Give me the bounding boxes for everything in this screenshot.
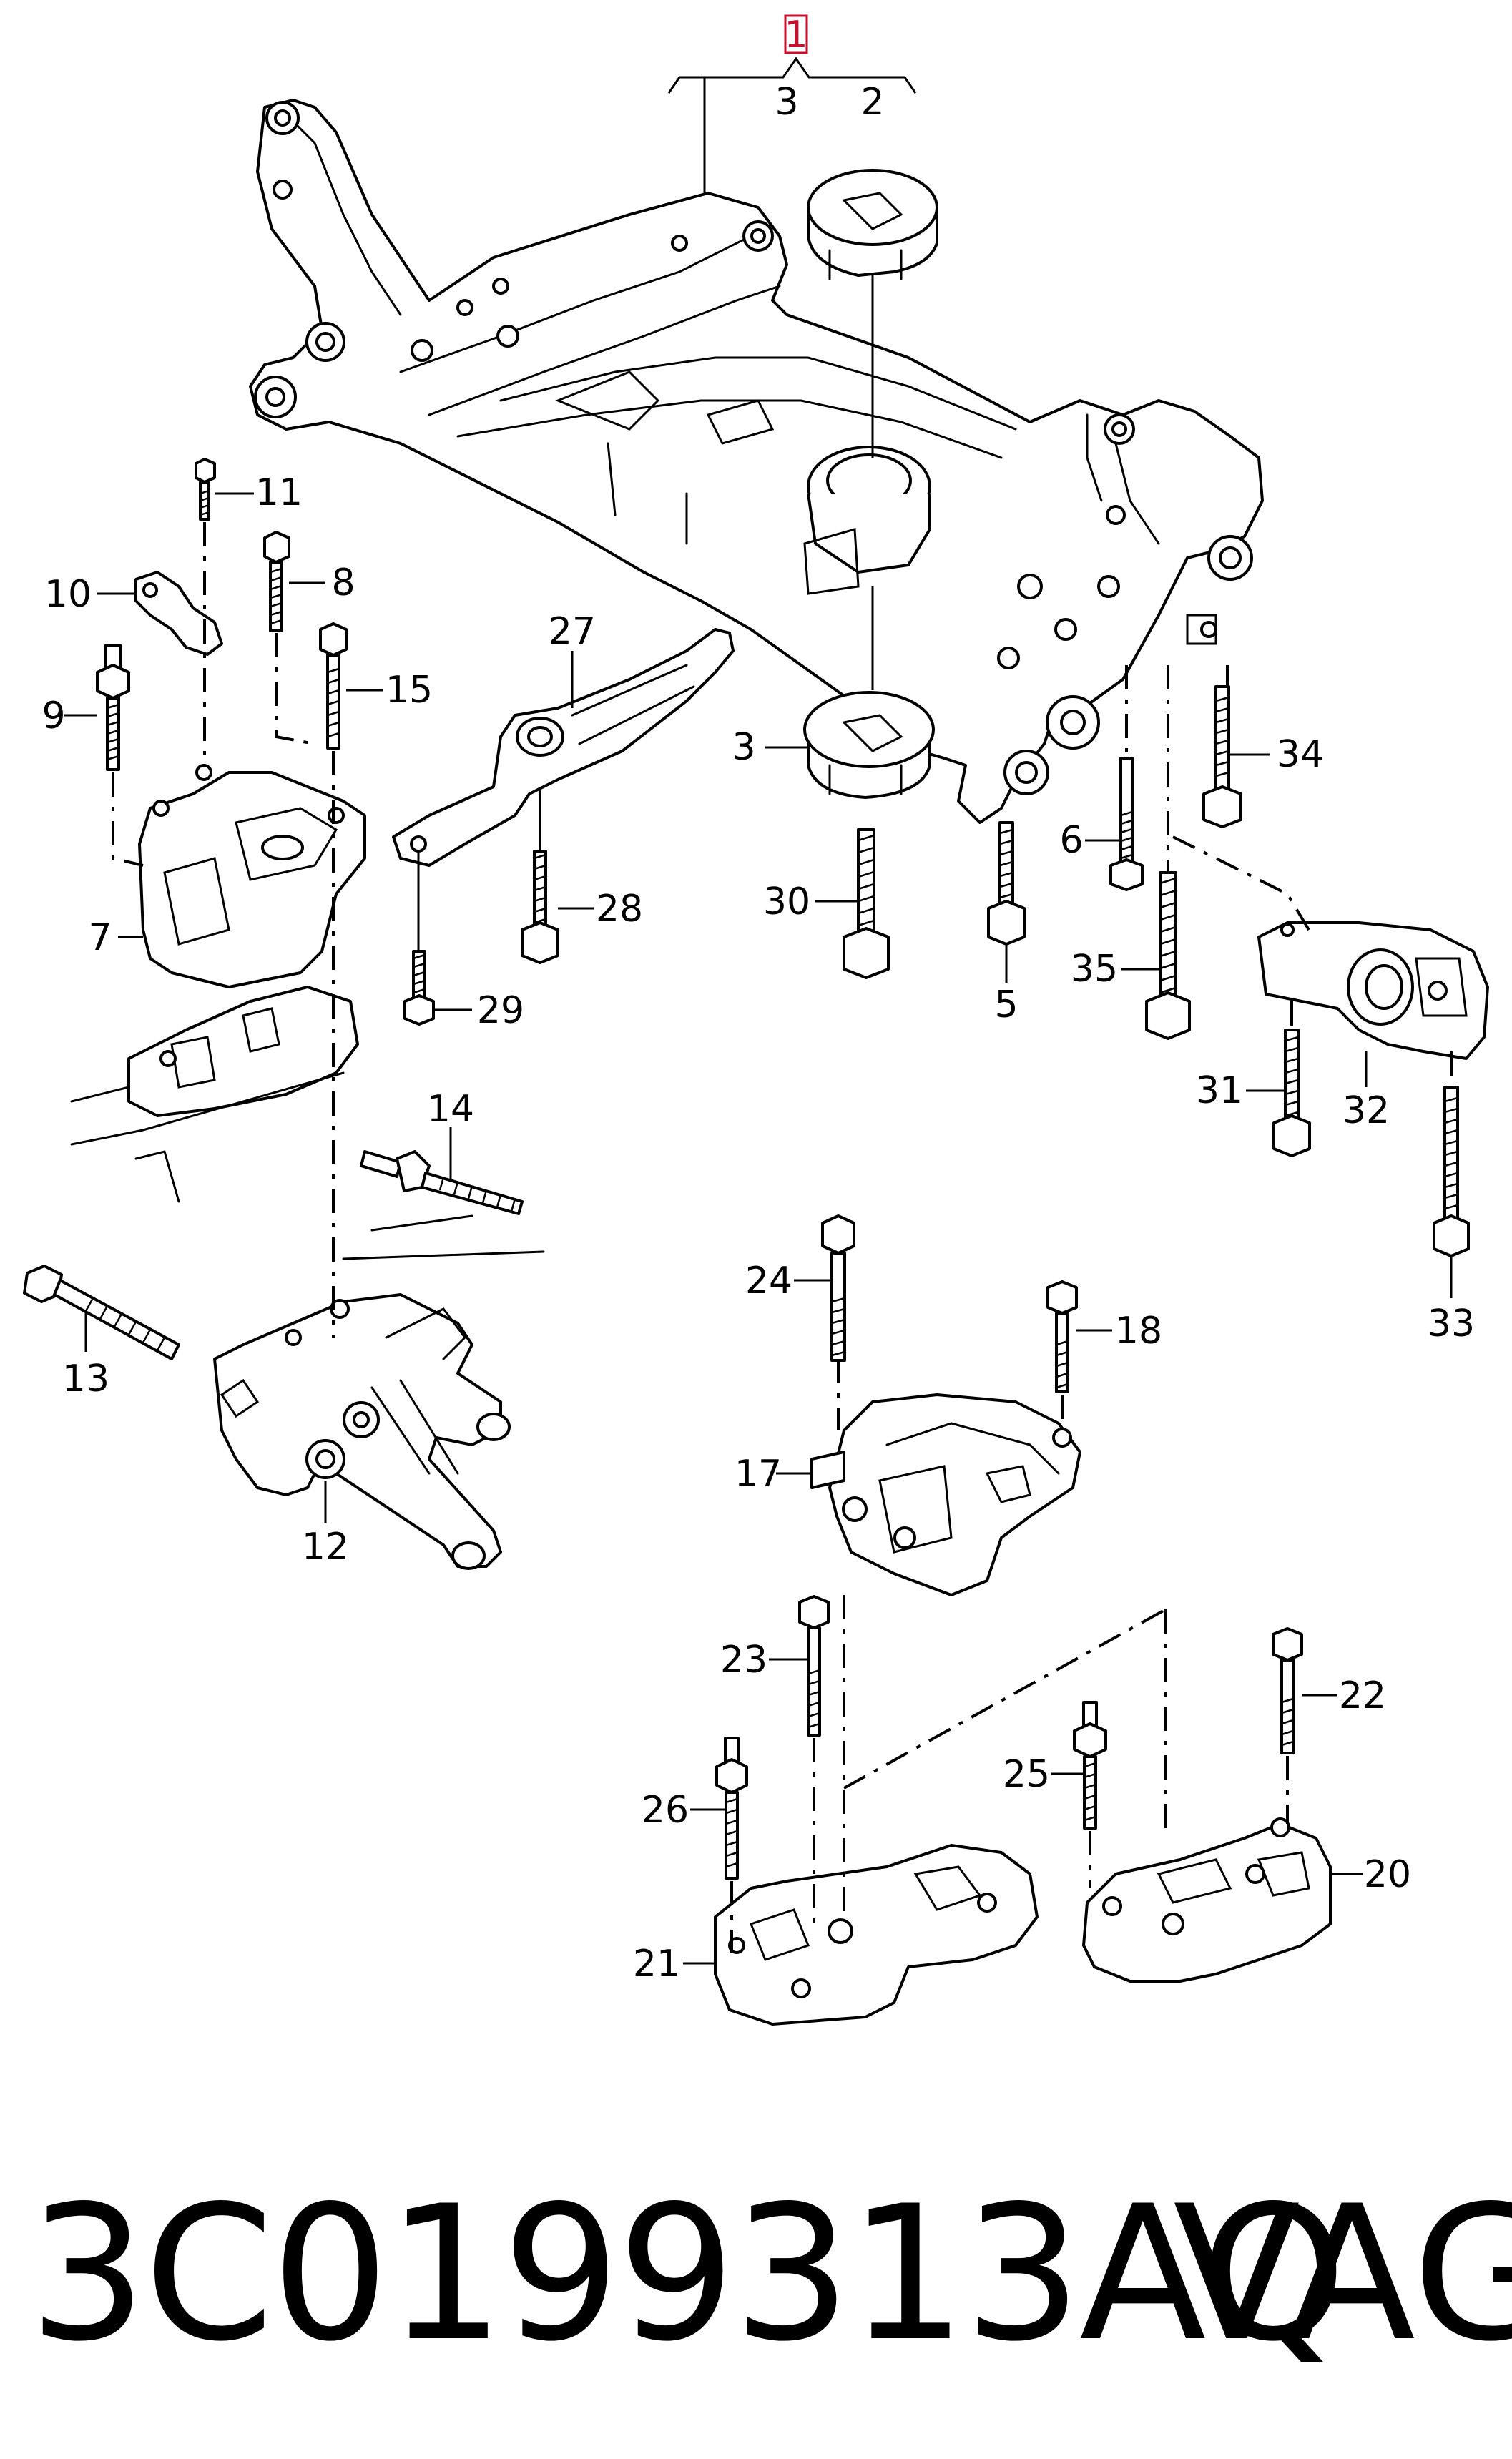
callout-3-lower: 3 <box>732 726 755 769</box>
callout-24: 24 <box>745 1260 792 1302</box>
engine-mount-left <box>118 764 366 988</box>
side-mount-right <box>1257 921 1489 1087</box>
stud-14 <box>360 1127 524 1215</box>
engine-bracket <box>70 986 359 1203</box>
bolt-22 <box>1272 1627 1337 1754</box>
bracket-lower-left <box>683 1844 1039 2026</box>
bolts <box>23 458 1470 1880</box>
bolt-33 <box>1433 1086 1470 1298</box>
bolt-30 <box>815 828 890 979</box>
bolt-26 <box>690 1737 748 1880</box>
callout-25: 25 <box>1003 1753 1050 1796</box>
bolt-9 <box>64 644 130 771</box>
callout-26: 26 <box>642 1789 689 1832</box>
bolt-15 <box>319 622 383 750</box>
bolt-28 <box>521 850 594 964</box>
callout-28: 28 <box>596 888 643 931</box>
callout-8: 8 <box>331 561 355 604</box>
callout-11: 11 <box>255 471 303 514</box>
gearbox-mount <box>776 1393 1081 1596</box>
callout-22: 22 <box>1339 1674 1386 1717</box>
bolt-29 <box>403 950 472 1026</box>
subframe <box>249 99 1264 824</box>
callout-23: 23 <box>720 1639 767 1682</box>
callout-20: 20 <box>1364 1853 1411 1896</box>
callout-9: 9 <box>41 694 65 737</box>
callout-6: 6 <box>1059 819 1083 862</box>
callout-27: 27 <box>549 610 596 653</box>
callout-7: 7 <box>88 916 112 959</box>
bolt-18 <box>1046 1280 1112 1393</box>
bolt-34 <box>1202 685 1270 828</box>
bolt-31 <box>1246 1029 1311 1157</box>
callout-3: 3 <box>775 81 798 124</box>
bolt-35 <box>1121 871 1191 1040</box>
callout-10: 10 <box>44 573 92 616</box>
callout-14: 14 <box>427 1088 474 1131</box>
callout-2: 2 <box>860 81 884 124</box>
bolt-13 <box>23 1265 180 1360</box>
part-number: 3C0199313AQ <box>29 2166 1347 2382</box>
bolt-5 <box>987 821 1026 983</box>
callout-17: 17 <box>735 1453 782 1496</box>
brand-name: VAG <box>1173 2166 1512 2382</box>
bolt-24 <box>794 1214 855 1362</box>
bushing-lower <box>803 586 935 799</box>
callout-33: 33 <box>1428 1302 1475 1345</box>
callout-35: 35 <box>1071 948 1118 991</box>
callout-32: 32 <box>1342 1089 1390 1132</box>
callout-34: 34 <box>1277 733 1324 776</box>
callout-5: 5 <box>994 983 1018 1026</box>
callout-29: 29 <box>477 989 524 1032</box>
torque-arm <box>392 628 735 951</box>
alignment-lines <box>112 522 1453 1953</box>
callout-labels: 3 2 3 11 8 10 9 15 27 7 29 28 30 5 6 34 … <box>41 81 1475 1986</box>
assembly-reference: 1 <box>667 14 917 193</box>
bolt-8 <box>263 531 325 632</box>
callout-31: 31 <box>1196 1069 1243 1112</box>
bolt-6 <box>1085 757 1144 891</box>
callout-30: 30 <box>763 880 810 923</box>
bushing-upper <box>807 169 938 458</box>
callout-18: 18 <box>1115 1310 1162 1353</box>
bolt-23 <box>769 1595 830 1737</box>
clip-bracket <box>97 571 223 656</box>
reference-number: 1 <box>784 14 807 57</box>
bolt-11 <box>195 458 254 521</box>
callout-12: 12 <box>302 1526 349 1569</box>
callout-15: 15 <box>386 669 433 712</box>
bracket-lower-right <box>1082 1817 1363 1983</box>
gearbox-mount-bracket <box>213 1214 545 1570</box>
callout-21: 21 <box>633 1943 680 1986</box>
callout-13: 13 <box>62 1358 109 1400</box>
bolt-25 <box>1051 1701 1107 1830</box>
